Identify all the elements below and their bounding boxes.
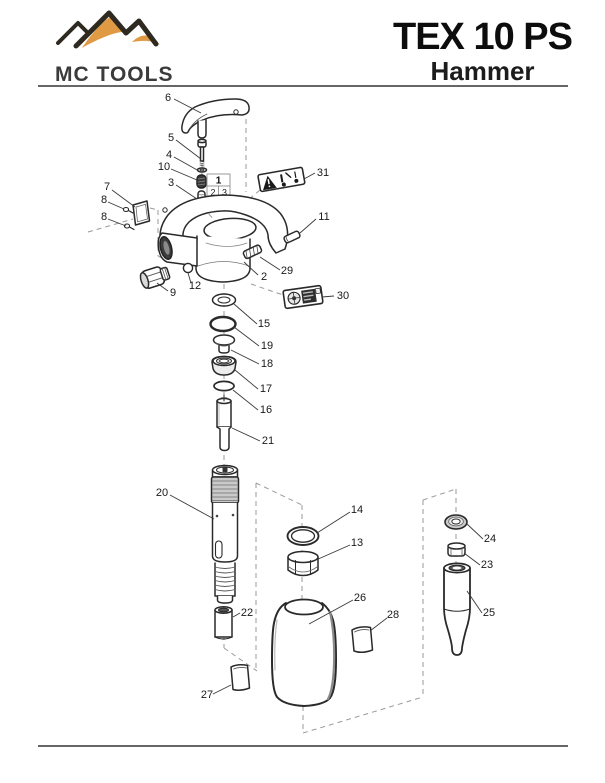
callout-9: 9: [170, 287, 176, 299]
callout-29: 29: [281, 265, 293, 277]
callout-20: 20: [156, 487, 168, 499]
part-13-hex-nut: [287, 550, 319, 577]
inset-table-cell-3: 3: [222, 188, 227, 198]
part-24-washer: [444, 514, 468, 530]
part-11-pin: [283, 230, 301, 244]
callout-26: 26: [354, 592, 366, 604]
callout-25: 25: [483, 607, 495, 619]
part-12-o-ring: [182, 262, 194, 274]
part-28-sticker: [351, 626, 374, 654]
header-rule: [38, 85, 568, 87]
callout-13: 13: [351, 537, 363, 549]
callout-6: 6: [165, 92, 171, 104]
callout-3: 3: [168, 177, 174, 189]
callout-23: 23: [481, 559, 493, 571]
callout-18: 18: [261, 358, 273, 370]
callout-14: 14: [351, 504, 363, 516]
part-8-screw-upper: [122, 206, 134, 214]
part-29-roll-pin: [242, 244, 263, 260]
manual-icon: [280, 174, 284, 183]
part-5-bolt: [197, 138, 207, 167]
callout-11: 11: [318, 211, 329, 223]
callout-30: 30: [337, 290, 349, 302]
part-14-o-ring: [286, 526, 320, 546]
part-16-o-ring: [213, 380, 235, 392]
part-31-warning-sticker: [257, 166, 306, 193]
callout-17: 17: [260, 383, 272, 395]
callout-28: 28: [387, 609, 399, 621]
callout-22: 22: [241, 607, 253, 619]
part-25-tool-retainer: [443, 562, 471, 656]
callout-12: 12: [189, 280, 201, 292]
part-26-silencer-barrel: [271, 598, 337, 707]
callout-2: 2: [261, 271, 267, 283]
callout-21: 21: [262, 435, 274, 447]
part-22-sleeve: [214, 606, 233, 640]
inset-table-cell-1: 1: [216, 176, 222, 187]
part-19-diaphragm: [209, 315, 237, 333]
part-17-valve-seat: [211, 355, 237, 376]
callout-10: 10: [158, 161, 170, 173]
part-7-plate: [132, 200, 151, 226]
model-title: TEX 10 PS: [393, 16, 573, 58]
ear-protection-icon: [294, 178, 299, 183]
callout-24: 24: [484, 533, 496, 545]
brand-name: MC TOOLS: [55, 63, 174, 86]
footer-rule: [38, 745, 568, 747]
part-6-handle: [181, 98, 250, 139]
callout-19: 19: [261, 340, 273, 352]
callout-8b: 8: [101, 211, 107, 223]
callout-27: 27: [201, 689, 213, 701]
part-18-valve: [212, 334, 236, 354]
callout-8a: 8: [101, 194, 107, 206]
callout-leader-lines: [107, 98, 484, 695]
part-9-hose-nipple: [139, 266, 171, 290]
callout-7: 7: [104, 181, 110, 193]
part-21-piston: [216, 394, 232, 452]
part-2-backhead-body: [157, 194, 289, 283]
callout-4: 4: [166, 149, 172, 161]
product-subtitle: Hammer: [430, 56, 535, 86]
callout-31: 31: [317, 167, 329, 179]
part-30-data-plate: [282, 284, 324, 310]
part-27-sticker: [230, 664, 251, 691]
part-20-cylinder: [210, 464, 240, 604]
callout-5: 5: [168, 132, 174, 144]
warning-triangle-icon: [263, 175, 277, 191]
mountain-peaks-icon: [56, 10, 160, 49]
part-8-screw-lower: [123, 223, 135, 231]
title-block: TEX 10 PS Hammer: [375, 18, 590, 86]
part-23-plug: [447, 542, 466, 557]
part-10-spring: [196, 174, 207, 189]
part-4-washer: [196, 167, 208, 173]
part-15-washer: [211, 293, 237, 307]
brand-logo: MC TOOLS: [52, 6, 212, 87]
inset-table-cell-2: 2: [210, 188, 215, 198]
callout-16: 16: [260, 404, 272, 416]
callout-15: 15: [258, 318, 270, 330]
